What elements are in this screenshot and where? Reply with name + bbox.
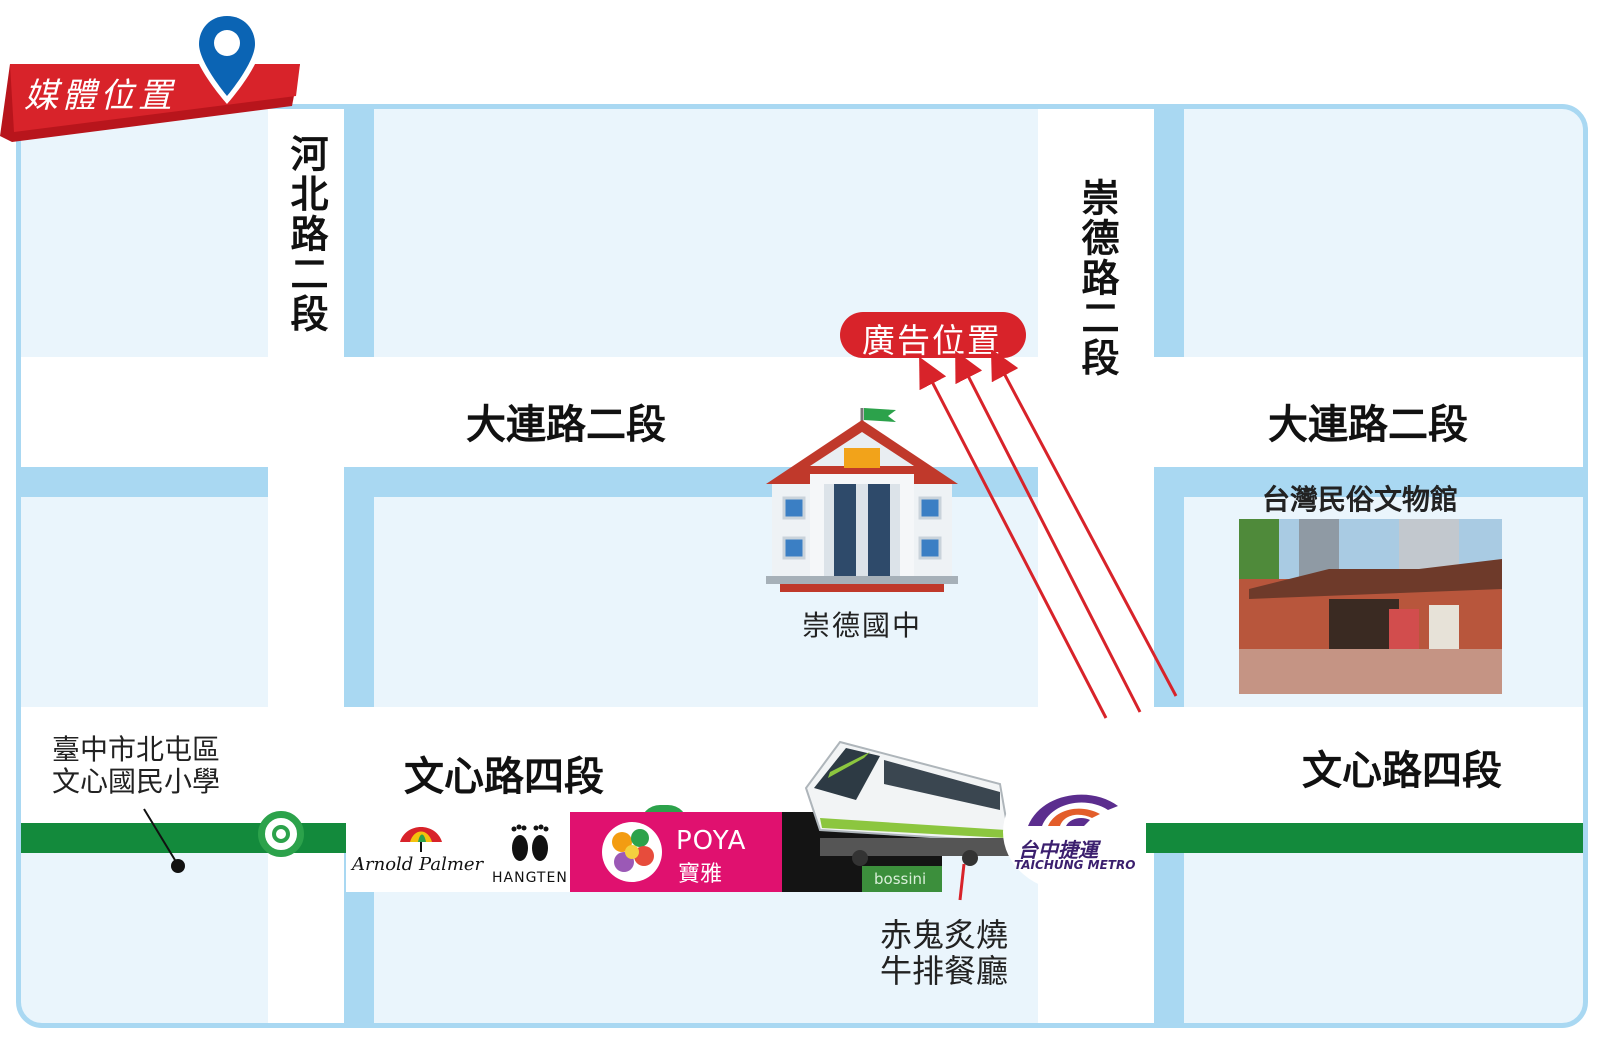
hangten-text: HANGTEN (492, 870, 568, 886)
road-label-dalian-right: 大連路二段 (1268, 402, 1468, 448)
shop-arnold-palmer: Arnold Palmer (346, 812, 488, 892)
shop-hangten: HANGTEN (488, 812, 570, 892)
poya-zh-text: 寶雅 (678, 862, 723, 887)
curb (344, 497, 374, 707)
hangten-feet-icon (511, 824, 549, 861)
ad-arrows (919, 350, 1178, 719)
school-building-icon (766, 408, 958, 592)
curb (344, 109, 374, 357)
road-label-hebei: 河北路二段 (284, 134, 328, 334)
restaurant-pointer (958, 863, 966, 901)
museum-label: 台灣民俗文物館 (1262, 483, 1459, 516)
arnold-palmer-text: Arnold Palmer (352, 854, 484, 875)
road-label-wenxin-right: 文心路四段 (1302, 748, 1502, 794)
metro-line-right (1146, 823, 1583, 853)
poya-en-text: POYA (676, 826, 747, 856)
metro-line-left (21, 823, 381, 853)
curb (21, 467, 268, 497)
curb (1154, 847, 1184, 1023)
banner-title: 媒體位置 (24, 76, 176, 116)
metro-logo (1003, 772, 1143, 892)
bossini-text: bossini (874, 870, 927, 888)
curb (1154, 497, 1184, 707)
elementary-label-line2: 文心國民小學 (52, 765, 221, 798)
metro-logo-icon (1028, 794, 1118, 826)
elementary-label-line1: 臺中市北屯區 (52, 733, 221, 766)
shop-bossini: bossini (862, 866, 942, 892)
curb (1154, 109, 1184, 357)
shop-poya: POYA 寶雅 (570, 812, 782, 892)
road-label-chongde: 崇德路二段 (1075, 178, 1119, 378)
poya-flower-icon (602, 822, 662, 882)
restaurant-label-line2: 牛排餐廳 (880, 952, 1009, 990)
metro-name-zh: 台中捷運 (1018, 838, 1098, 862)
pointer-line (143, 808, 185, 873)
restaurant-label-line1: 赤鬼炙燒 (880, 916, 1009, 954)
road-label-dalian-left: 大連路二段 (466, 402, 666, 448)
school-label: 崇德國中 (802, 609, 923, 642)
road-hebei (268, 109, 344, 1023)
metro-name-en: TAICHUNG METRO (1014, 858, 1136, 872)
map-pin-icon (193, 10, 261, 104)
train-icon (804, 740, 1012, 866)
museum-photo (1239, 519, 1502, 694)
metro-station-icon (258, 811, 304, 857)
road-label-wenxin-left: 文心路四段 (404, 754, 604, 800)
curb (1154, 467, 1583, 497)
arnold-umbrella-icon (400, 827, 442, 852)
